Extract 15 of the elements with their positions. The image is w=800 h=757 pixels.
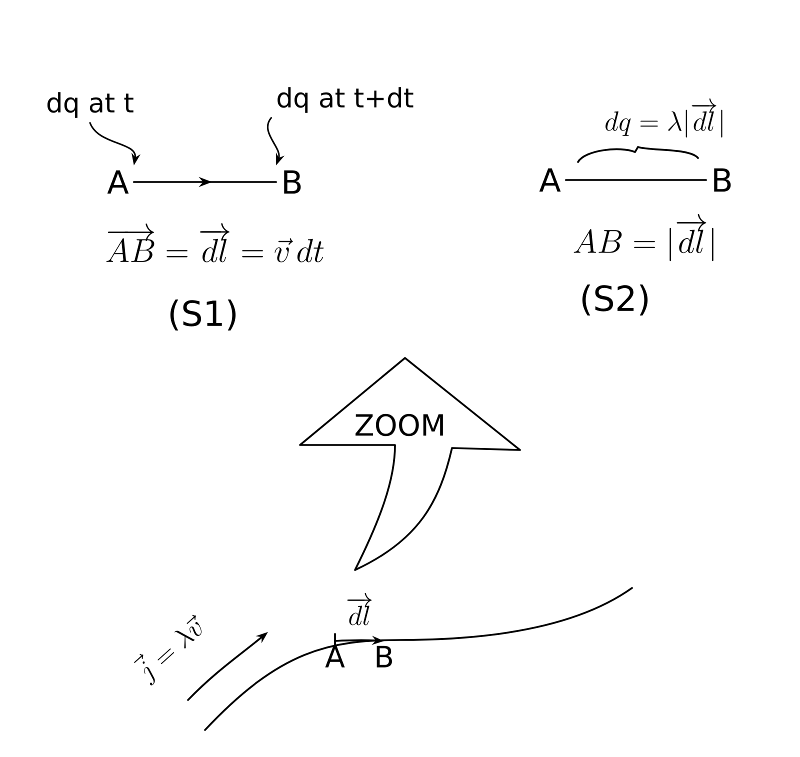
note-text: dq at t <box>47 92 134 118</box>
formula: $\vec{j}=\lambda\vec{v}$ <box>134 614 202 686</box>
point-label: B <box>376 646 392 668</box>
point-label: B <box>284 170 301 194</box>
point-label: A <box>539 168 561 192</box>
point-label: A <box>107 170 129 194</box>
note-text: dq at t+dt <box>278 87 414 113</box>
figure-caption: (S2) <box>582 284 648 316</box>
point-label: A <box>325 646 345 668</box>
formula: $AB=|\overrightarrow{dl}|$ <box>574 214 714 262</box>
point-label: B <box>714 168 731 192</box>
formula: $\overrightarrow{AB}=\overrightarrow{dl}=\vec{v}\,dt$ <box>106 223 324 262</box>
edge-label: $\overrightarrow{dl}$ <box>347 592 372 626</box>
formula: $dq=\lambda|\overrightarrow{dl}|$ <box>606 98 722 138</box>
figure-caption: (S1) <box>170 300 236 330</box>
